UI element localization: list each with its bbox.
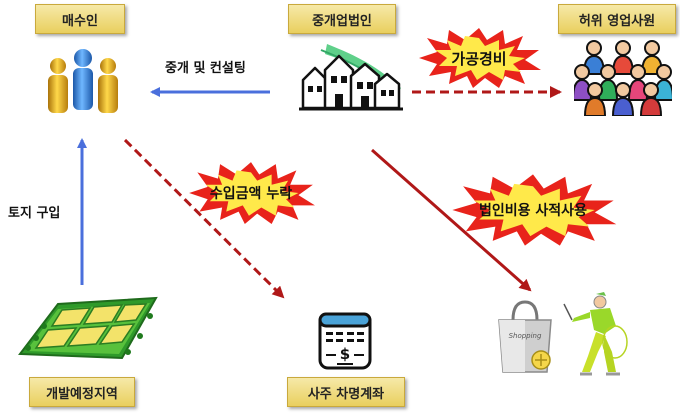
golfer-icon [563, 292, 628, 376]
burst-shape [419, 28, 541, 88]
fake-expense-burst: 가공경비 [415, 26, 543, 90]
fake-expense-text: 가공경비 [451, 49, 507, 68]
crowd-icon [574, 40, 672, 116]
fake-staff-label: 허위 영업사원 [578, 13, 656, 29]
svg-text:$: $ [340, 345, 350, 363]
income-omission-arrow [123, 138, 285, 299]
dev-area-label: 개발예정지역 [46, 386, 118, 402]
fake-staff-box: 허위 영업사원 [558, 4, 676, 34]
shopping-bag-icon: Shopping [498, 300, 552, 373]
shopping-tag-text: Shopping [509, 332, 542, 340]
houses-icon [299, 44, 403, 111]
private-use-text: 법인비용 사적사용 [479, 203, 587, 219]
buyer-box: 매수인 [35, 4, 125, 34]
broker-label: 중개업법인 [312, 13, 372, 29]
owner-account-box: 사주 차명계좌 [287, 377, 405, 407]
invoice-icon: $ [318, 312, 372, 370]
dev-area-box: 개발예정지역 [29, 377, 135, 407]
income-omission-text: 수입금액 누락 [209, 186, 293, 202]
buyer-label: 매수인 [62, 13, 98, 29]
broker-box: 중개업법인 [288, 4, 396, 34]
private-use-arrow [371, 148, 532, 292]
income-omission-burst: 수입금액 누락 [185, 160, 317, 226]
consulting-label: 중개 및 컨설팅 [165, 61, 246, 76]
burst-shape [452, 174, 617, 246]
land-plot-icon [18, 296, 158, 360]
land-purchase-label: 토지 구입 [8, 206, 61, 221]
owner-account-label: 사주 차명계좌 [307, 386, 385, 402]
buyer-people-icon [48, 49, 118, 113]
private-use-burst: 법인비용 사적사용 [447, 172, 619, 248]
burst-shape [189, 162, 315, 224]
